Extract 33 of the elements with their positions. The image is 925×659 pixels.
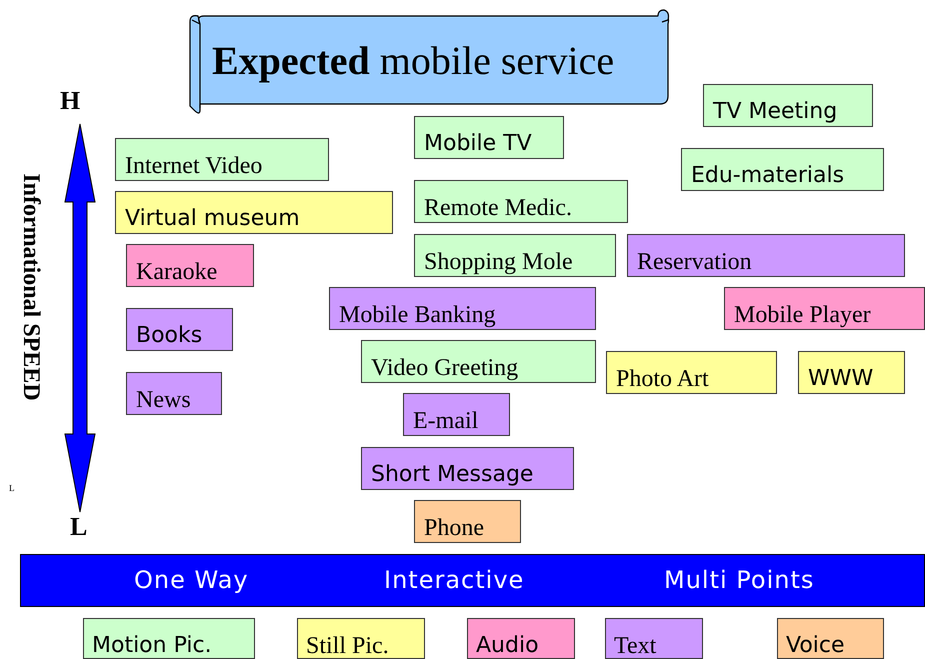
service-box: Reservation [627,234,905,277]
legend-label: Text [613,633,656,659]
service-box: Photo Art [606,351,777,394]
service-box: Short Message [361,447,574,490]
legend-label: Voice [785,633,845,659]
service-box: Books [126,308,233,351]
axis-label: L [70,512,88,542]
service-box: WWW [798,351,905,394]
service-box: Karaoke [126,244,254,287]
category-band [20,554,925,607]
service-box: Mobile Banking [329,287,596,330]
service-box: TV Meeting [703,84,873,127]
legend-label: Still Pic. [305,633,389,659]
service-box: Edu-materials [681,148,884,191]
band-label: Interactive [384,565,524,595]
axis-label: H [60,86,80,116]
service-box: Mobile Player [724,287,925,330]
service-box: Mobile TV [414,116,564,159]
service-box: Remote Medic. [414,180,628,223]
service-box: Internet Video [115,138,329,181]
service-box: News [126,372,222,415]
band-label: Multi Points [664,565,814,595]
service-box: Shopping Mole [414,234,616,277]
service-box: Video Greeting [361,340,596,383]
diagram-title: Expected mobile service [212,38,614,84]
legend-label: Audio [475,633,539,659]
legend-label: Motion Pic. [91,633,212,659]
axis-title: Informational SPEED [18,173,44,401]
service-box: E-mail [403,393,510,436]
service-box: Virtual museum [115,191,393,234]
stray-mark: L [9,483,14,493]
service-box: Phone [414,500,521,543]
band-label: One Way [134,565,249,595]
